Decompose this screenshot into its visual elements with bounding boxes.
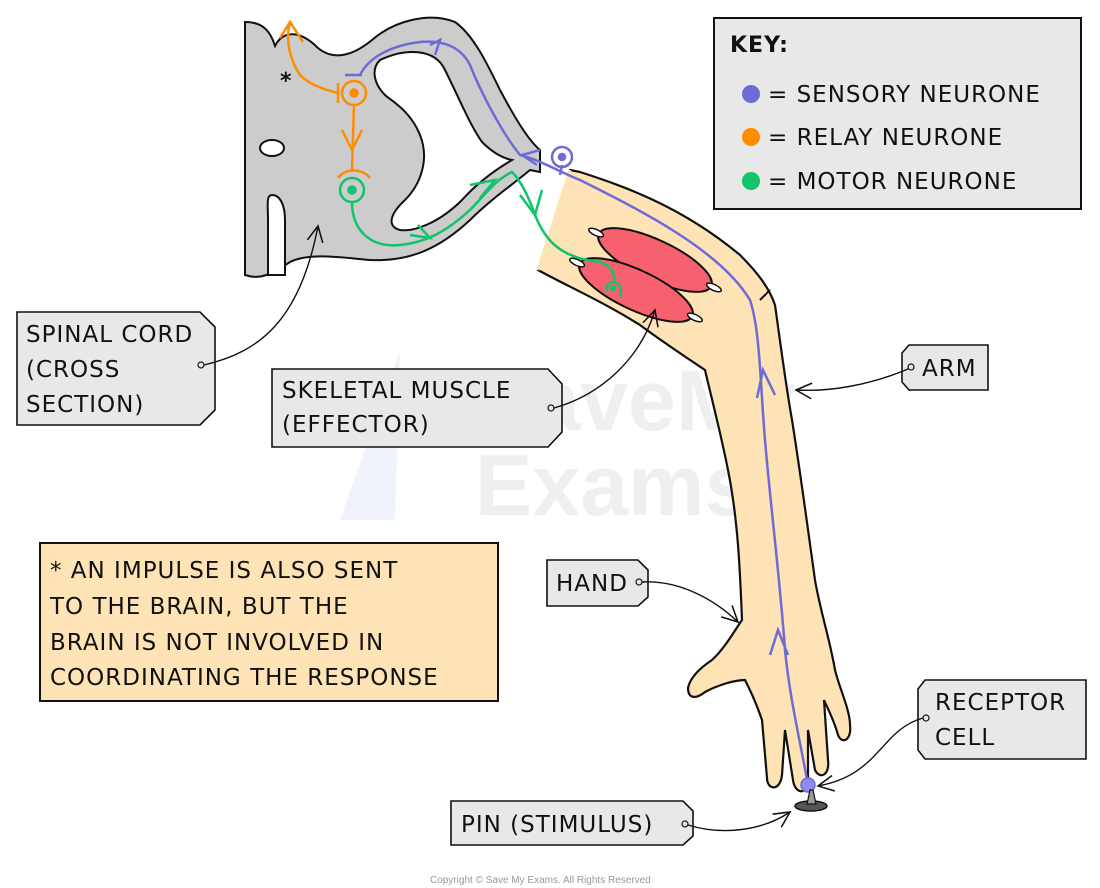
key-item-sensory: = SENSORY NEURONE: [768, 82, 1041, 108]
brain-note: * AN IMPULSE IS ALSO SENT TO THE BRAIN, …: [39, 542, 499, 702]
key-item-relay: = RELAY NEURONE: [768, 125, 1003, 151]
label-skeletal-muscle: SKELETAL MUSCLE (EFFECTOR): [271, 308, 659, 448]
label-arm: ARM: [794, 344, 989, 400]
key-title: KEY:: [730, 33, 789, 58]
skeletal-muscle-label-line-2: (EFFECTOR): [282, 412, 430, 438]
spinal-cord-label-line-2: (CROSS: [26, 357, 120, 383]
motor-swatch-icon: [742, 172, 760, 190]
label-receptor-cell: RECEPTOR CELL: [816, 679, 1087, 792]
receptor-cell-label-line-2: CELL: [935, 725, 995, 751]
arm-label: ARM: [922, 356, 977, 382]
relay-neurone-path: [278, 19, 371, 179]
label-hand: HAND: [546, 559, 740, 624]
hand-label: HAND: [556, 571, 628, 597]
sensory-swatch-icon: [742, 85, 760, 103]
watermark-line-2: Exams: [475, 438, 752, 534]
central-canal: [259, 139, 285, 157]
receptor-cell: [800, 777, 816, 793]
skeletal-muscle-label-line-1: SKELETAL MUSCLE: [282, 378, 511, 404]
receptor-cell-label-line-1: RECEPTOR: [935, 690, 1066, 716]
note-line-4: COORDINATING THE RESPONSE: [50, 665, 439, 691]
pin-stimulus: [794, 789, 828, 812]
label-pin: PIN (STIMULUS): [450, 800, 792, 846]
label-spinal-cord: SPINAL CORD (CROSS SECTION): [16, 224, 324, 426]
spinal-cord: [244, 16, 541, 278]
pin-label: PIN (STIMULUS): [461, 812, 653, 838]
copyright-notice: Copyright © Save My Exams. All Rights Re…: [430, 875, 651, 886]
sensory-neurone-path: [345, 37, 810, 786]
relay-swatch-icon: [742, 128, 760, 146]
key-legend: KEY: = SENSORY NEURONE = RELAY NEURONE =…: [713, 17, 1082, 210]
motor-neurone-path: [338, 170, 622, 299]
note-line-3: BRAIN IS NOT INVOLVED IN: [50, 630, 384, 656]
arm: [536, 168, 852, 793]
asterisk-marker: *: [280, 69, 292, 94]
spinal-cord-label-line-1: SPINAL CORD: [26, 322, 193, 348]
spinal-cord-label-line-3: SECTION): [26, 392, 144, 418]
key-item-motor: = MOTOR NEURONE: [768, 169, 1017, 195]
skeletal-muscle: [568, 227, 723, 323]
note-line-1: * AN IMPULSE IS ALSO SENT: [50, 558, 398, 584]
note-line-2: TO THE BRAIN, BUT THE: [49, 594, 349, 620]
